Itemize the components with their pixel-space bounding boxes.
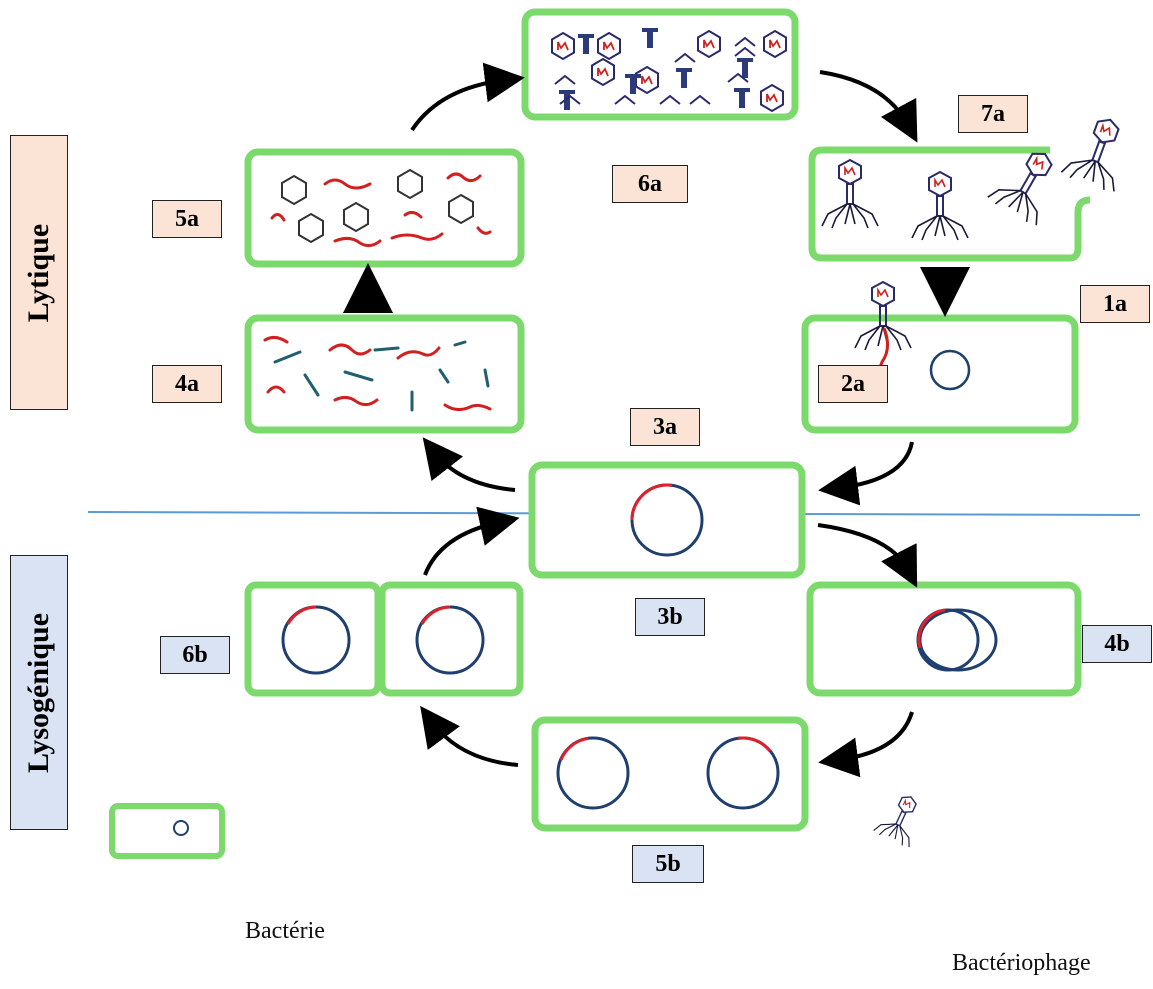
step-label-6b: 6b — [160, 636, 230, 674]
step-label-5b: 5b — [632, 845, 704, 883]
cycle-arrows — [410, 62, 918, 778]
cell-4a — [244, 314, 525, 434]
legend-phage-icon — [872, 787, 930, 850]
cell-3 — [528, 461, 806, 579]
step-label-4a: 4a — [152, 365, 222, 403]
cell-5a — [244, 148, 525, 268]
legend-bacteria-icon — [109, 803, 225, 859]
legend-bacteria-label: Bactérie — [245, 918, 325, 944]
straight-arrows — [343, 263, 970, 317]
legend-phage-label: Bactériophage — [952, 950, 1091, 976]
step-label-7a: 7a — [958, 95, 1028, 133]
cell-6b — [244, 581, 524, 697]
cell-6a — [521, 8, 799, 121]
cell-5b — [531, 716, 809, 832]
cell-4b — [806, 581, 1082, 697]
section-label-lysogenic: Lysogénique — [10, 555, 68, 830]
step-label-2a: 2a — [818, 365, 888, 403]
step-label-6a: 6a — [612, 165, 688, 203]
cell-2a — [801, 281, 1079, 434]
section-label-lytic: Lytique — [10, 135, 68, 410]
step-label-3b: 3b — [635, 598, 705, 636]
step-label-3a: 3a — [630, 408, 700, 446]
step-label-1a: 1a — [1080, 285, 1150, 323]
step-label-5a: 5a — [152, 200, 222, 238]
step-label-4b: 4b — [1082, 625, 1152, 663]
cell-7a — [808, 109, 1138, 262]
